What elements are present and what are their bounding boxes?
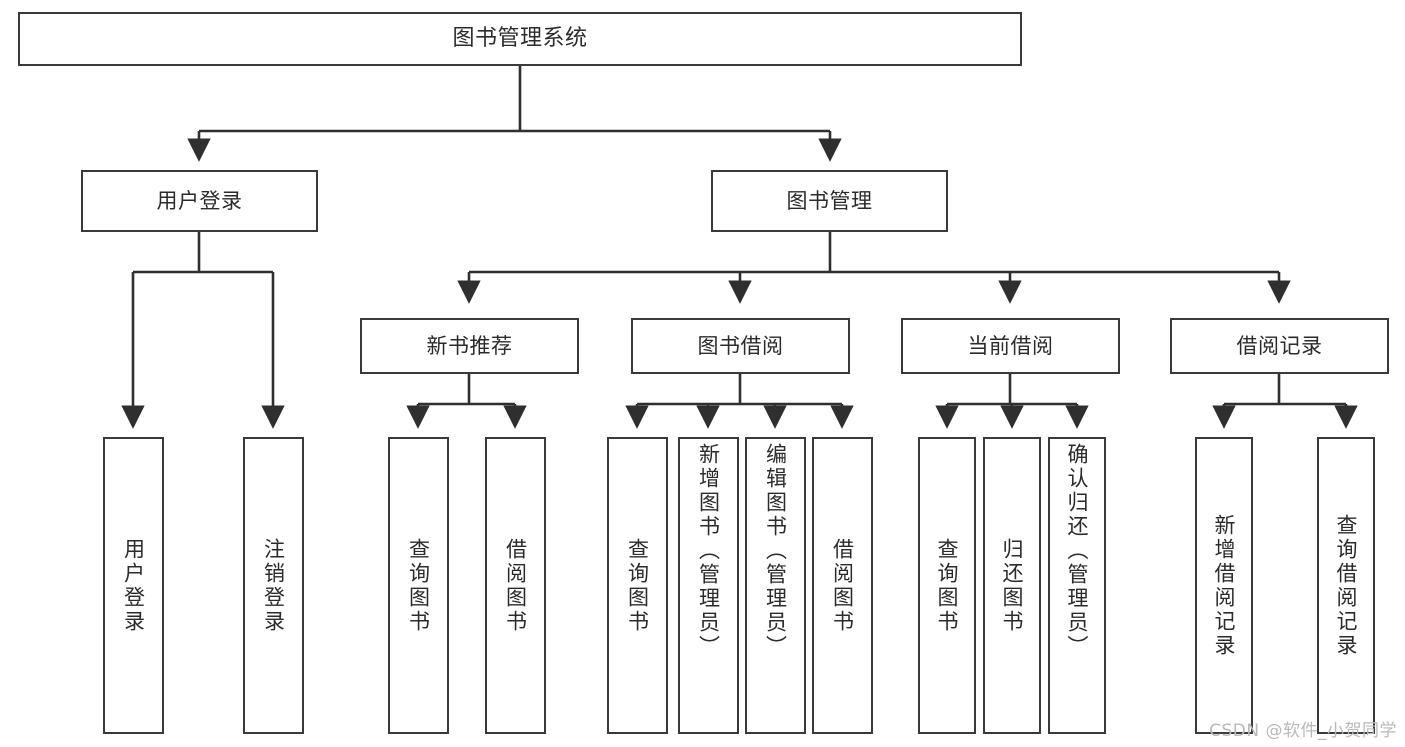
node-label: 编辑图书（管理员） (763, 443, 788, 659)
node-label: 借阅图书 (830, 537, 855, 634)
node-root-book-management-system[interactable]: 图书管理系统 (18, 12, 1022, 66)
watermark-credit: CSDN @软件_小贺同学 (1209, 721, 1397, 741)
node-book-borrow[interactable]: 图书借阅 (631, 318, 850, 374)
leaf-edit-book-admin[interactable]: 编辑图书（管理员） (745, 437, 806, 734)
leaf-query-borrow-record[interactable]: 查询借阅记录 (1317, 437, 1375, 734)
leaf-query-book-borrow[interactable]: 查询图书 (607, 437, 668, 734)
node-label: 查询借阅记录 (1334, 513, 1359, 658)
node-label: 新书推荐 (426, 333, 513, 358)
node-book-management[interactable]: 图书管理 (711, 170, 948, 232)
node-label: 用户登录 (121, 537, 146, 634)
leaf-confirm-return-admin[interactable]: 确认归还（管理员） (1048, 437, 1106, 734)
leaf-user-login[interactable]: 用户登录 (103, 437, 164, 734)
leaf-borrow-book-borrow[interactable]: 借阅图书 (812, 437, 873, 734)
leaf-add-borrow-record[interactable]: 新增借阅记录 (1195, 437, 1253, 734)
node-label: 查询图书 (406, 537, 431, 634)
node-label: 查询图书 (935, 537, 960, 634)
node-label: 新增借阅记录 (1212, 513, 1237, 658)
leaf-return-book[interactable]: 归还图书 (983, 437, 1041, 734)
leaf-query-book-recommend[interactable]: 查询图书 (388, 437, 449, 734)
node-label: 新增图书（管理员） (696, 443, 721, 659)
leaf-user-logout[interactable]: 注销登录 (243, 437, 304, 734)
node-label: 借阅记录 (1236, 333, 1323, 358)
node-current-borrow[interactable]: 当前借阅 (901, 318, 1120, 374)
node-label: 归还图书 (1000, 537, 1025, 634)
node-borrow-record[interactable]: 借阅记录 (1170, 318, 1389, 374)
leaf-borrow-book-recommend[interactable]: 借阅图书 (485, 437, 546, 734)
leaf-query-book-current[interactable]: 查询图书 (918, 437, 976, 734)
node-label: 图书管理 (786, 188, 873, 213)
node-label: 用户登录 (156, 188, 243, 213)
node-label: 注销登录 (261, 537, 286, 634)
node-label: 确认归还（管理员） (1065, 443, 1090, 659)
node-label: 当前借阅 (967, 333, 1054, 358)
node-user-login[interactable]: 用户登录 (81, 170, 318, 232)
node-label: 查询图书 (625, 537, 650, 634)
node-label: 图书管理系统 (452, 26, 588, 52)
node-label: 借阅图书 (503, 537, 528, 634)
leaf-add-book-admin[interactable]: 新增图书（管理员） (678, 437, 739, 734)
node-label: 图书借阅 (697, 333, 784, 358)
node-new-book-recommend[interactable]: 新书推荐 (360, 318, 579, 374)
